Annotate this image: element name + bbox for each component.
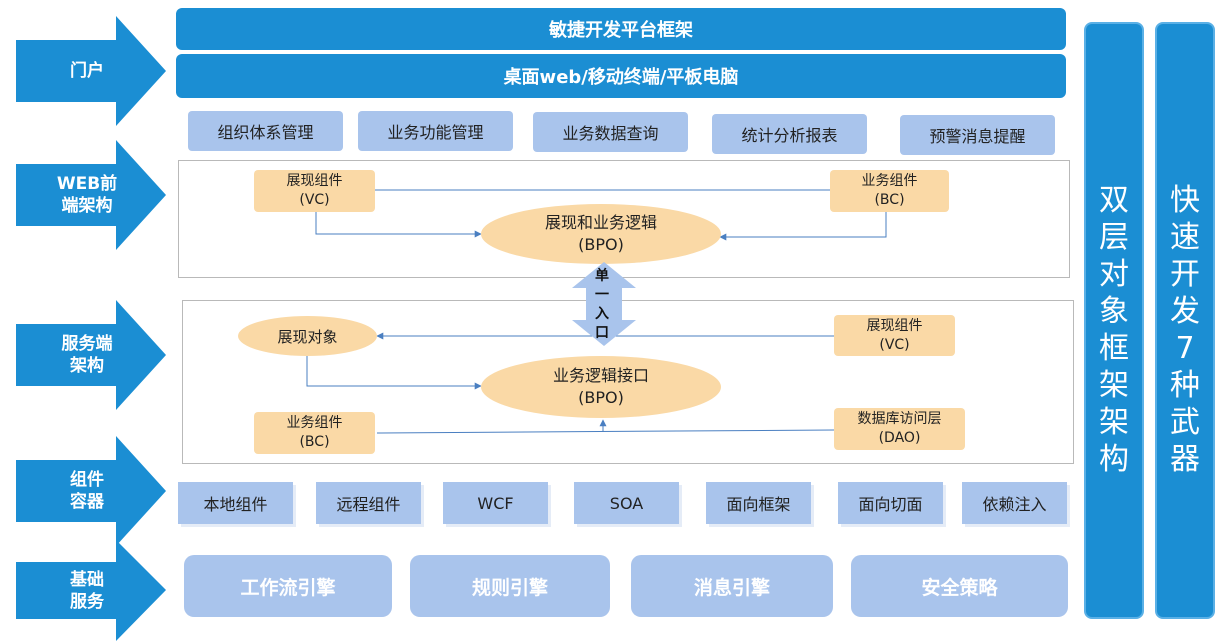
arrow-shape-icon <box>16 140 166 250</box>
vertical-char: 对 <box>1099 257 1129 292</box>
vertical-char: 7 <box>1175 331 1195 366</box>
module-org: 组织体系管理 <box>188 111 343 151</box>
service-vc-name: 展现组件 <box>866 317 923 334</box>
web-vc-code: (VC) <box>299 192 330 208</box>
container-di: 依赖注入 <box>962 482 1067 524</box>
vertical-char: 快 <box>1170 183 1200 218</box>
base-rule-engine: 规则引擎 <box>410 555 610 617</box>
vertical-char: 构 <box>1099 442 1129 477</box>
service-bc-component: 业务组件 (BC) <box>254 412 375 454</box>
layer-arrow-web: WEB前 端架构 <box>16 140 166 250</box>
right-column-dual-layer-text: 双层对象框架架构 <box>1086 182 1142 478</box>
web-bpo-code: (BPO) <box>578 235 624 254</box>
vertical-char: 种 <box>1170 368 1200 403</box>
layer-arrow-service: 服务端 架构 <box>16 300 166 410</box>
web-bc-name: 业务组件 <box>861 173 918 189</box>
portal-terminals-bar: 桌面web/移动终端/平板电脑 <box>176 54 1066 98</box>
web-bc-code: (BC) <box>874 192 905 208</box>
layer-arrow-base: 基础 服务 <box>16 540 166 641</box>
container-local: 本地组件 <box>178 482 293 524</box>
service-dao-component: 数据库访问层 (DAO) <box>834 408 965 450</box>
base-security-policy: 安全策略 <box>851 555 1068 617</box>
module-alert: 预警消息提醒 <box>900 115 1055 155</box>
layer-label-service: 服务端 架构 <box>61 334 113 376</box>
vertical-char: 框 <box>1099 331 1129 366</box>
module-query: 业务数据查询 <box>533 112 688 152</box>
layer-label-base: 基础 服务 <box>70 569 104 612</box>
container-framework: 面向框架 <box>706 482 811 524</box>
layer-arrow-container: 组件 容器 <box>16 436 166 546</box>
arrow-shape-icon <box>16 16 166 126</box>
vertical-char: 发 <box>1170 294 1200 329</box>
service-bc-code: (BC) <box>299 434 330 450</box>
vertical-char: 速 <box>1170 220 1200 255</box>
arrow-shape-icon <box>16 540 166 641</box>
container-wcf: WCF <box>443 482 548 524</box>
vertical-char: 武 <box>1170 405 1200 440</box>
vertical-char: 象 <box>1099 294 1129 329</box>
vertical-char: 器 <box>1170 442 1200 477</box>
display-object-ellipse: 展现对象 <box>238 316 377 356</box>
layer-label-container: 组件 容器 <box>70 470 104 512</box>
service-vc-component: 展现组件 (VC) <box>834 315 955 356</box>
service-dao-code: (DAO) <box>878 430 921 446</box>
web-bpo-name: 展现和业务逻辑 <box>544 213 657 232</box>
layer-label-portal: 门户 <box>70 61 104 81</box>
service-bpo-code: (BPO) <box>578 388 624 407</box>
service-vc-code: (VC) <box>879 336 910 353</box>
arrow-shape-icon <box>16 436 166 546</box>
single-entry-arrow <box>572 262 636 346</box>
right-column-dual-layer: 双层对象框架架构 <box>1084 22 1144 619</box>
web-bpo-ellipse: 展现和业务逻辑 (BPO) <box>481 204 721 264</box>
vertical-char: 架 <box>1099 405 1129 440</box>
base-message-engine: 消息引擎 <box>631 555 833 617</box>
web-bc-component: 业务组件 (BC) <box>830 170 949 212</box>
single-entry-label: 单一入口 <box>595 268 609 341</box>
double-arrow-icon <box>572 262 636 346</box>
layer-label-web: WEB前 端架构 <box>56 174 118 216</box>
container-soa: SOA <box>574 482 679 524</box>
arrow-shape-icon <box>16 300 166 410</box>
service-dao-name: 数据库访问层 <box>857 411 942 427</box>
module-function: 业务功能管理 <box>358 111 513 151</box>
platform-title-bar: 敏捷开发平台框架 <box>176 8 1066 50</box>
layer-arrow-portal: 门户 <box>16 16 166 126</box>
vertical-char: 开 <box>1170 257 1200 292</box>
base-workflow-engine: 工作流引擎 <box>184 555 392 617</box>
container-remote: 远程组件 <box>316 482 421 524</box>
service-bpo-ellipse: 业务逻辑接口 (BPO) <box>481 356 721 418</box>
web-vc-name: 展现组件 <box>286 173 343 189</box>
vertical-char: 架 <box>1099 368 1129 403</box>
web-vc-component: 展现组件 (VC) <box>254 170 375 212</box>
vertical-char: 双 <box>1099 183 1129 218</box>
module-report: 统计分析报表 <box>712 114 867 154</box>
service-bc-name: 业务组件 <box>286 415 343 431</box>
service-bpo-name: 业务逻辑接口 <box>552 366 649 385</box>
vertical-char: 层 <box>1099 220 1129 255</box>
container-aspect: 面向切面 <box>838 482 943 524</box>
